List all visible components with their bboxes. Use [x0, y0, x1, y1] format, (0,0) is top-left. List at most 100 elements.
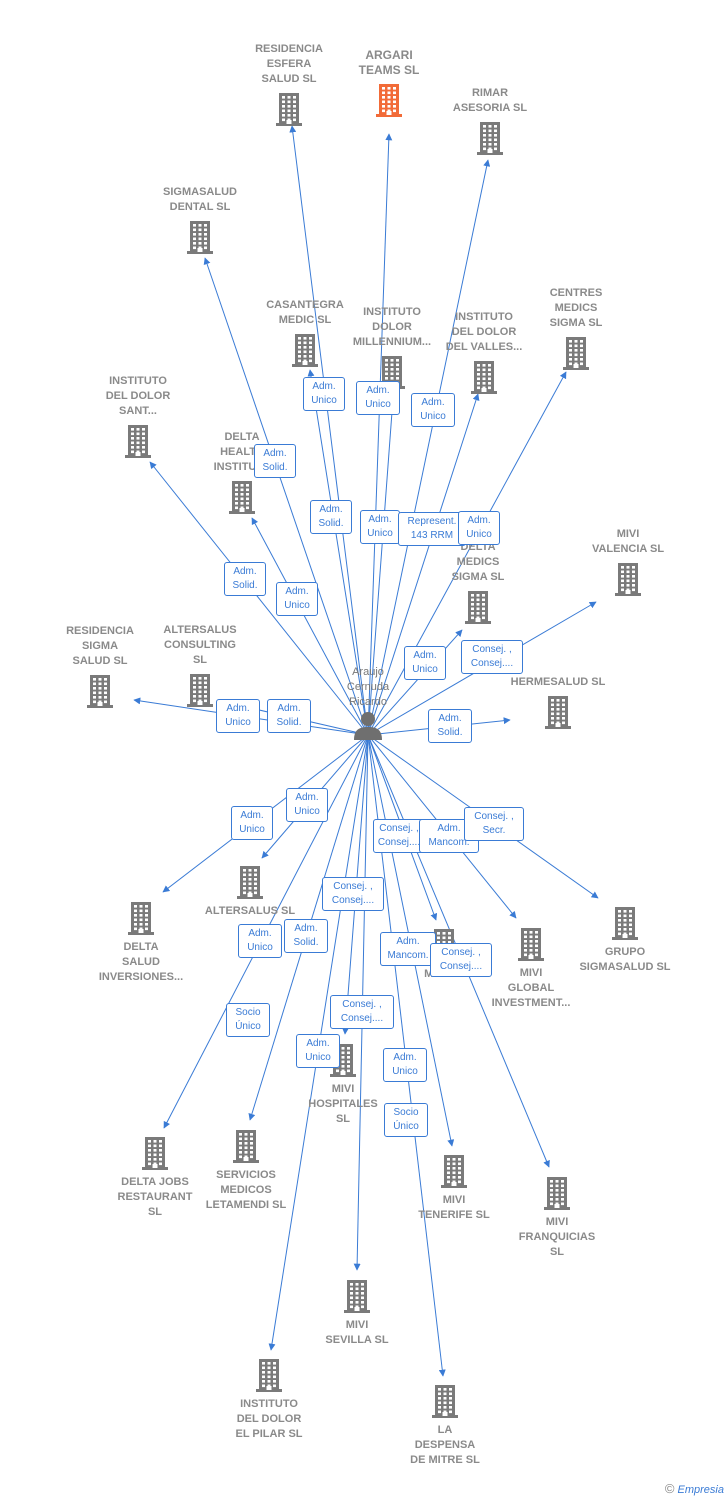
node-delta-medics[interactable]: DELTA MEDICS SIGMA SL [403, 540, 553, 625]
relation-label[interactable]: Socio Único [384, 1103, 428, 1137]
node-delta-salud-inv[interactable]: DELTA SALUD INVERSIONES... [66, 900, 216, 985]
relation-label[interactable]: Adm. Unico [238, 924, 282, 958]
relation-label[interactable]: Consej. , Consej.... [322, 877, 384, 911]
building-icon [432, 1385, 458, 1418]
relation-label[interactable]: Adm. Unico [231, 806, 273, 840]
relation-label[interactable]: Adm. Unico [216, 699, 260, 733]
node-label: DELTA MEDICS SIGMA SL [451, 541, 505, 583]
relation-label[interactable]: Adm. Unico [303, 377, 345, 411]
node-mivi-tenerife[interactable]: MIVI TENERIFE SL [379, 1153, 529, 1223]
building-icon [465, 591, 491, 624]
node-mivi-franquicias[interactable]: MIVI FRANQUICIAS SL [482, 1175, 632, 1260]
node-label: INSTITUTO DEL DOLOR SANT... [105, 375, 171, 417]
building-icon [125, 425, 151, 458]
node-la-despensa[interactable]: LA DESPENSA DE MITRE SL [370, 1383, 520, 1468]
relation-label[interactable]: Adm. Unico [276, 582, 318, 616]
node-sigmasalud-dental[interactable]: SIGMASALUD DENTAL SL [125, 185, 275, 255]
relation-label[interactable]: Adm. Unico [411, 393, 455, 427]
relation-label[interactable]: Adm. Solid. [224, 562, 266, 596]
relation-label[interactable]: Adm. Unico [458, 511, 500, 545]
node-mivi-global[interactable]: MIVI GLOBAL INVESTMENT... [456, 926, 606, 1011]
building-icon [615, 563, 641, 596]
relation-label[interactable]: Adm. Unico [356, 381, 400, 415]
relation-label[interactable]: Adm. Solid. [254, 444, 296, 478]
relation-label[interactable]: Adm. Unico [404, 646, 446, 680]
edge-delta-health [251, 517, 369, 736]
node-label: HERMESALUD SL [510, 676, 606, 688]
edge-rimar [367, 159, 491, 736]
node-instituto-valles[interactable]: INSTITUTO DEL DOLOR DEL VALLES... [409, 310, 559, 395]
footer-brand: © Empresia [665, 1481, 724, 1496]
node-servicios-medicos[interactable]: SERVICIOS MEDICOS LETAMENDI SL [171, 1128, 321, 1213]
node-altersalus[interactable]: ALTERSALUS SL [175, 864, 325, 919]
center-person[interactable]: Araujo Cernuda Ricardo [308, 665, 428, 740]
building-icon [544, 1177, 570, 1210]
node-label: DELTA SALUD INVERSIONES... [98, 941, 184, 983]
relation-label[interactable]: Consej. , Consej.... [373, 819, 425, 853]
node-argari[interactable]: ARGARI TEAMS SL [314, 48, 464, 118]
relation-label[interactable]: Adm. Solid. [428, 709, 472, 743]
node-label: CENTRES MEDICS SIGMA SL [549, 287, 603, 329]
node-label: CASANTEGRA MEDIC SL [266, 299, 344, 326]
node-label: MIVI SEVILLA SL [325, 1319, 389, 1346]
relation-label[interactable]: Adm. Unico [296, 1034, 340, 1068]
node-label: ARGARI TEAMS SL [358, 48, 420, 77]
building-icon [545, 696, 571, 729]
relation-label[interactable]: Consej. , Consej.... [430, 943, 492, 977]
edge-sigmasalud-dental [203, 257, 369, 736]
node-label: RESIDENCIA ESFERA SALUD SL [255, 43, 323, 85]
node-mivi-valencia[interactable]: MIVI VALENCIA SL [553, 527, 703, 597]
relation-label[interactable]: Adm. Unico [383, 1048, 427, 1082]
node-residencia-esfera[interactable]: RESIDENCIA ESFERA SALUD SL [214, 42, 364, 127]
relation-label[interactable]: Consej. , Consej.... [330, 995, 394, 1029]
building-icon [471, 361, 497, 394]
building-icon [187, 221, 213, 254]
building-icon [441, 1155, 467, 1188]
brand-name: Empresia [677, 1484, 724, 1496]
relation-label[interactable]: Represent. 143 RRM [398, 512, 466, 546]
relation-label[interactable]: Adm. Solid. [284, 919, 328, 953]
relation-label[interactable]: Adm. Solid. [267, 699, 311, 733]
relation-label[interactable]: Adm. Unico [360, 510, 400, 544]
relation-label[interactable]: Adm. Mancom. [380, 932, 436, 966]
node-mivi-sevilla[interactable]: MIVI SEVILLA SL [282, 1278, 432, 1348]
relation-label[interactable]: Socio Único [226, 1003, 270, 1037]
building-icon [233, 1130, 259, 1163]
relation-label[interactable]: Adm. Unico [286, 788, 328, 822]
node-instituto-sant[interactable]: INSTITUTO DEL DOLOR SANT... [63, 374, 213, 459]
node-residencia-sigma[interactable]: RESIDENCIA SIGMA SALUD SL [25, 624, 175, 709]
node-label: ALTERSALUS CONSULTING SL [163, 624, 237, 666]
node-label: ALTERSALUS SL [204, 905, 296, 917]
edge-instituto-millennium [367, 384, 398, 736]
node-label: MIVI VALENCIA SL [591, 528, 665, 555]
building-icon [229, 481, 255, 514]
building-icon [128, 902, 154, 935]
edge-casantegra [307, 369, 369, 736]
node-label: MIVI FRANQUICIAS SL [518, 1216, 596, 1258]
building-icon [87, 675, 113, 708]
building-icon [518, 928, 544, 961]
node-label: LA DESPENSA DE MITRE SL [410, 1424, 480, 1466]
node-casantegra[interactable]: CASANTEGRA MEDIC SL [230, 298, 380, 368]
building-icon [276, 93, 302, 126]
person-icon [354, 712, 382, 740]
relation-label[interactable]: Consej. , Consej.... [461, 640, 523, 674]
relation-label[interactable]: Adm. Solid. [310, 500, 352, 534]
node-grupo-sigmasalud[interactable]: GRUPO SIGMASALUD SL [550, 905, 700, 975]
node-centres-medics[interactable]: CENTRES MEDICS SIGMA SL [501, 286, 651, 371]
node-label: MIVI HOSPITALES SL [308, 1083, 378, 1125]
node-label: MIVI TENERIFE SL [418, 1194, 490, 1221]
edge-argari [367, 133, 393, 736]
node-hermesalud[interactable]: HERMESALUD SL [483, 675, 633, 730]
building-icon [237, 866, 263, 899]
node-label: INSTITUTO DEL DOLOR DEL VALLES... [445, 311, 523, 353]
node-delta-jobs[interactable]: DELTA JOBS RESTAURANT SL [80, 1135, 230, 1220]
node-instituto-millennium[interactable]: INSTITUTO DOLOR MILLENNIUM... [317, 305, 467, 390]
building-icon [256, 1359, 282, 1392]
node-rimar[interactable]: RIMAR ASESORIA SL [415, 86, 565, 156]
node-altersalus-consulting[interactable]: ALTERSALUS CONSULTING SL [125, 623, 275, 708]
node-instituto-pilar[interactable]: INSTITUTO DEL DOLOR EL PILAR SL [194, 1357, 344, 1442]
relation-label[interactable]: Consej. , Secr. [464, 807, 524, 841]
edge-residencia-esfera [289, 125, 369, 736]
